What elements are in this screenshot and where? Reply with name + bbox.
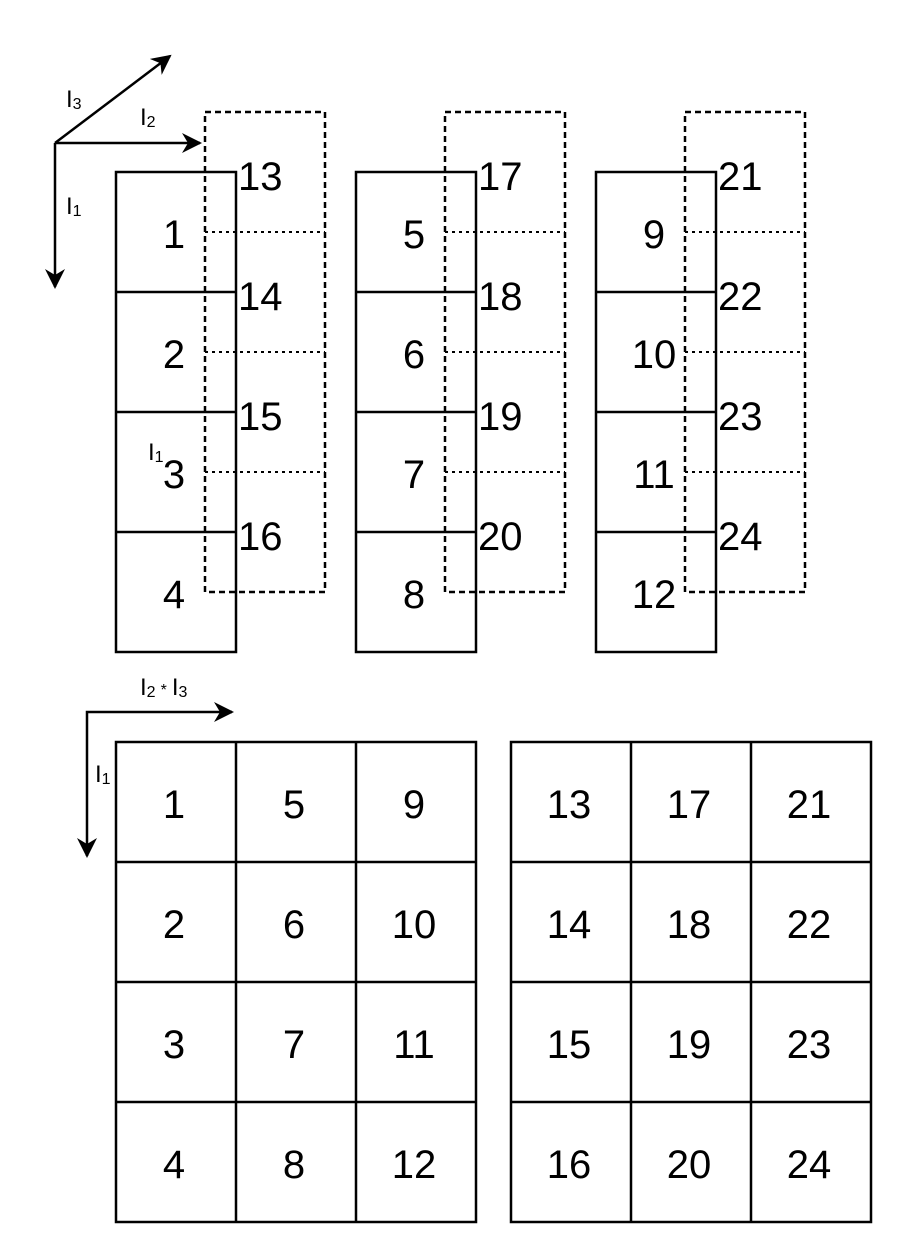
matrix-cell-value: 12 — [392, 1143, 437, 1187]
matrix-cell-value: 20 — [667, 1143, 712, 1187]
back-cell-value: 21 — [718, 155, 763, 199]
back-slice: 17 18 19 20 — [443, 110, 567, 594]
back-cell-value: 18 — [478, 275, 523, 319]
i3-axis-arrow — [54, 54, 172, 144]
i1-axis-label: I1 — [66, 193, 82, 220]
back-slice: 21 22 23 24 — [683, 110, 807, 594]
matrix-cell-value: 5 — [283, 783, 305, 827]
matrix-cell-value: 22 — [787, 903, 832, 947]
matrix-cell-value: 23 — [787, 1023, 832, 1067]
matrix-cell-value: 18 — [667, 903, 712, 947]
front-slice: 5 6 7 8 — [354, 170, 478, 654]
top-axes: I3 I2 I1 I1 — [45, 54, 202, 466]
back-cell-value: 15 — [238, 395, 283, 439]
i2-i3-axis-arrow — [77, 702, 234, 858]
front-cell-value: 11 — [633, 453, 675, 497]
back-slice: 13 14 15 16 — [203, 110, 327, 594]
unfolded-matrix: 1 5 9 2 6 10 3 7 11 4 8 12 — [114, 740, 478, 1224]
unfolded-matrix: 13 17 21 14 18 22 15 19 23 16 20 24 — [509, 740, 873, 1224]
matrix-cell-value: 11 — [393, 1023, 435, 1067]
i2-axis-label: I2 — [140, 104, 156, 131]
front-cell-value: 3 — [163, 453, 185, 497]
matrix-cell-value: 3 — [163, 1023, 185, 1067]
matrix-cell-value: 15 — [547, 1023, 592, 1067]
matrix-cell-value: 17 — [667, 783, 712, 827]
front-cell-value: 1 — [163, 213, 185, 257]
front-cell-value: 12 — [632, 573, 677, 617]
matrix-cell-value: 9 — [403, 783, 425, 827]
back-cell-value: 23 — [718, 395, 763, 439]
back-cell-value: 16 — [238, 515, 283, 559]
i2-i3-axis-label: I2*I3 — [140, 674, 187, 701]
back-cell-value: 22 — [718, 275, 763, 319]
back-cell-value: 20 — [478, 515, 523, 559]
matrix-cell-value: 2 — [163, 903, 185, 947]
matrix-cell-value: 13 — [547, 783, 592, 827]
front-cell-value: 2 — [163, 333, 185, 377]
matrix-cell-value: 14 — [547, 903, 592, 947]
back-cell-value: 17 — [478, 155, 523, 199]
matrix-cell-value: 6 — [283, 903, 305, 947]
bottom-axes: I2*I3 I1 — [77, 674, 234, 858]
front-cell-value: 10 — [632, 333, 677, 377]
tensor-slice: 13 14 15 16 1 2 3 4 — [114, 110, 327, 654]
i1-bottom-axis-label: I1 — [95, 761, 111, 788]
matrix-cell-value: 19 — [667, 1023, 712, 1067]
back-cell-value: 19 — [478, 395, 523, 439]
tensor-slice: 21 22 23 24 9 10 11 12 — [594, 110, 807, 654]
matrix-cell-value: 21 — [787, 783, 832, 827]
matrix-cell-value: 7 — [283, 1023, 305, 1067]
matrix-cell-value: 24 — [787, 1143, 832, 1187]
front-cell-value: 8 — [403, 573, 425, 617]
front-cell-value: 6 — [403, 333, 425, 377]
front-slice: 9 10 11 12 — [594, 170, 718, 654]
front-slice: 1 2 3 4 — [114, 170, 238, 654]
front-cell-value: 9 — [643, 213, 665, 257]
back-cell-value: 13 — [238, 155, 283, 199]
front-cell-value: 5 — [403, 213, 425, 257]
matrix-cell-value: 10 — [392, 903, 437, 947]
i3-axis-label: I3 — [66, 86, 82, 113]
matrix-cell-value: 16 — [547, 1143, 592, 1187]
i1-overlap-label: I1 — [148, 439, 164, 466]
front-cell-value: 4 — [163, 573, 185, 617]
back-cell-value: 14 — [238, 275, 283, 319]
matrix-cell-value: 4 — [163, 1143, 185, 1187]
back-cell-value: 24 — [718, 515, 763, 559]
front-cell-value: 7 — [403, 453, 425, 497]
matrix-cell-value: 8 — [283, 1143, 305, 1187]
tensor-slice: 17 18 19 20 5 6 7 8 — [354, 110, 567, 654]
matrix-cell-value: 1 — [163, 783, 185, 827]
